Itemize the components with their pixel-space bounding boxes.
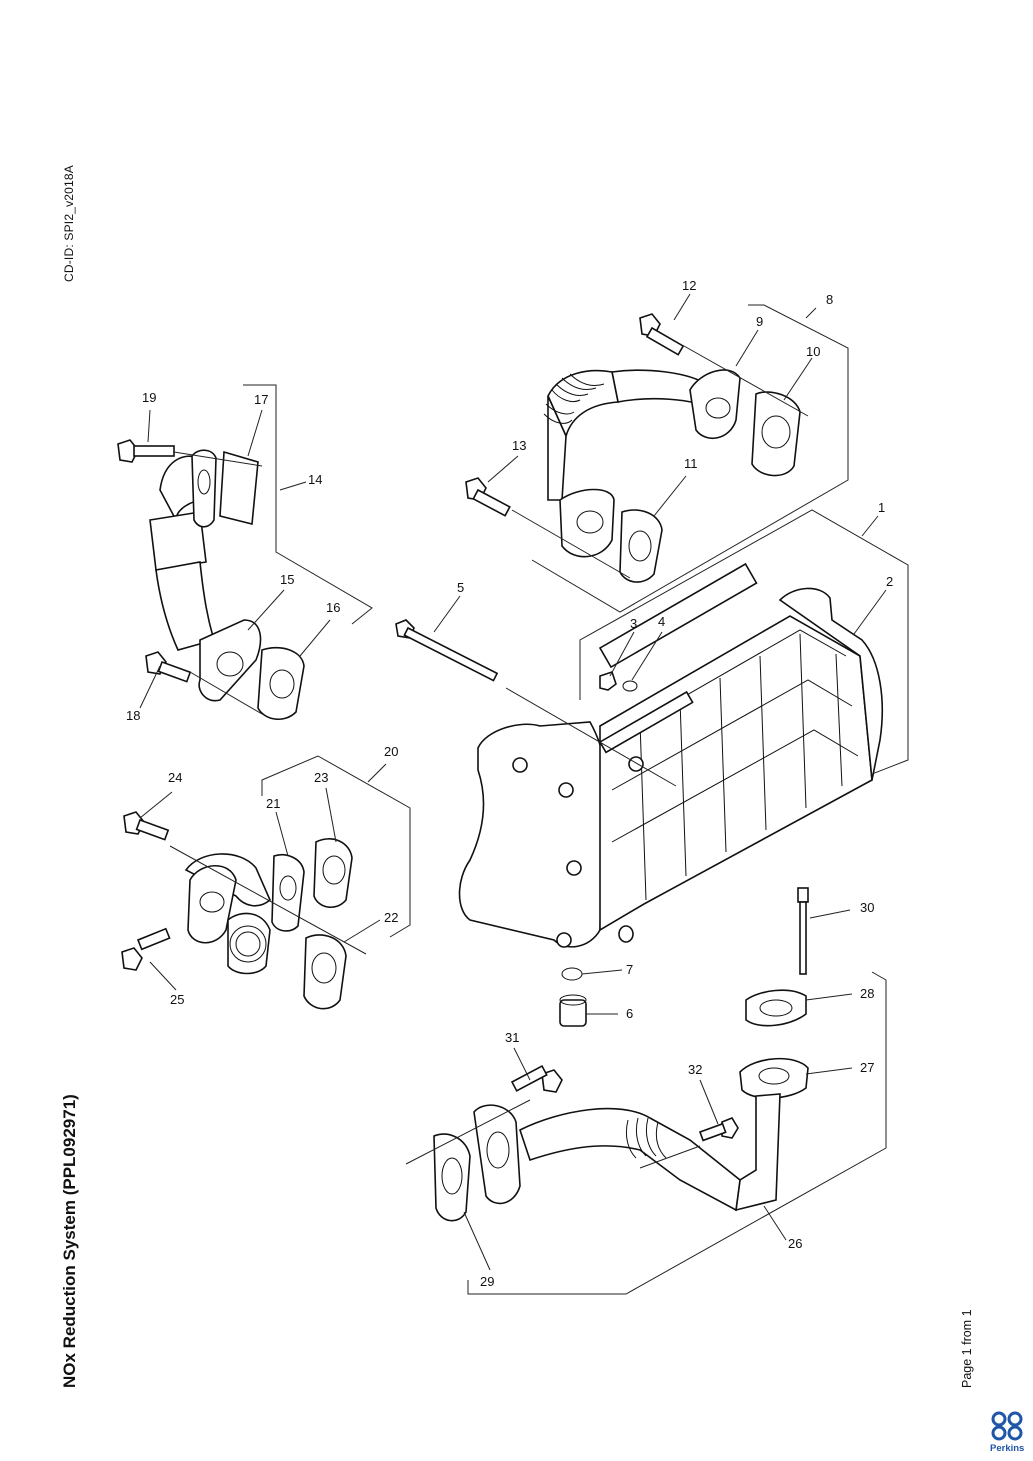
perkins-logo-icon xyxy=(991,1411,1023,1441)
pipe-assembly-left-lower xyxy=(121,811,367,1010)
callout-10: 10 xyxy=(806,344,820,359)
gasket-10-shape xyxy=(751,391,801,477)
bolt-32 xyxy=(698,1117,739,1142)
callout-11: 11 xyxy=(684,456,698,471)
pipe-assembly-left-upper xyxy=(117,439,305,720)
callout-31: 31 xyxy=(505,1030,519,1045)
callout-27: 27 xyxy=(860,1060,874,1075)
gasket-22-shape xyxy=(303,934,347,1010)
leader-lines xyxy=(139,293,887,1271)
callout-20: 20 xyxy=(384,744,398,759)
gasket-16-shape xyxy=(257,646,305,720)
callout-30: 30 xyxy=(860,900,874,915)
bracket-14 xyxy=(243,384,373,625)
bellows xyxy=(543,373,605,424)
callout-18: 18 xyxy=(126,708,140,723)
callout-26: 26 xyxy=(788,1236,802,1251)
gasket-17-shape xyxy=(219,450,259,526)
bellows-lower xyxy=(625,1117,667,1159)
callout-12: 12 xyxy=(682,278,696,293)
callout-8: 8 xyxy=(826,292,833,307)
bracket-26 xyxy=(467,971,887,1295)
callout-15: 15 xyxy=(280,572,294,587)
callout-9: 9 xyxy=(756,314,763,329)
bolt-13 xyxy=(465,477,511,517)
bracket-1 xyxy=(579,509,909,796)
pipe-assembly-lower xyxy=(405,989,809,1222)
callout-6: 6 xyxy=(626,1006,633,1021)
callout-29: 29 xyxy=(480,1274,494,1289)
bolt-5 xyxy=(395,619,499,682)
callout-3: 3 xyxy=(630,616,637,631)
bolt-25 xyxy=(121,927,171,971)
callout-21: 21 xyxy=(266,796,280,811)
callout-22: 22 xyxy=(384,910,398,925)
callout-labels: 1 2 3 4 5 6 7 8 9 10 11 12 13 14 15 16 1… xyxy=(126,278,893,1289)
callout-28: 28 xyxy=(860,986,874,1001)
pipe-assembly-upper xyxy=(465,313,809,583)
bolt-18 xyxy=(145,651,192,683)
gasket-23-shape xyxy=(313,838,353,908)
cooler-ribs xyxy=(611,629,859,901)
bracket-20 xyxy=(261,755,411,938)
egr-cooler-body xyxy=(458,562,884,948)
callout-16: 16 xyxy=(326,600,340,615)
gasket-28-shape xyxy=(745,989,807,1027)
callout-32: 32 xyxy=(688,1062,702,1077)
callout-1: 1 xyxy=(878,500,885,515)
plug-6-shape xyxy=(559,994,587,1027)
callout-23: 23 xyxy=(314,770,328,785)
washer-7-shape xyxy=(561,967,583,981)
bolt-24 xyxy=(123,811,170,841)
callout-5: 5 xyxy=(457,580,464,595)
bolt-31 xyxy=(510,1064,563,1093)
bracket-8 xyxy=(531,304,849,613)
callout-24: 24 xyxy=(168,770,182,785)
brand-wordmark: Perkins xyxy=(990,1443,1025,1454)
callout-2: 2 xyxy=(886,574,893,589)
bolt-19 xyxy=(117,439,175,463)
callout-7: 7 xyxy=(626,962,633,977)
callout-14: 14 xyxy=(308,472,322,487)
bolt-30 xyxy=(797,887,809,975)
callout-4: 4 xyxy=(658,614,665,629)
callout-17: 17 xyxy=(254,392,268,407)
gasket-29-shape xyxy=(433,1133,471,1222)
bolt-12 xyxy=(639,313,685,356)
washer-4-shape xyxy=(622,680,638,692)
plug-3-shape xyxy=(599,670,617,691)
callout-13: 13 xyxy=(512,438,526,453)
gasket-11-shape xyxy=(619,509,663,583)
callout-25: 25 xyxy=(170,992,184,1007)
callout-19: 19 xyxy=(142,390,156,405)
